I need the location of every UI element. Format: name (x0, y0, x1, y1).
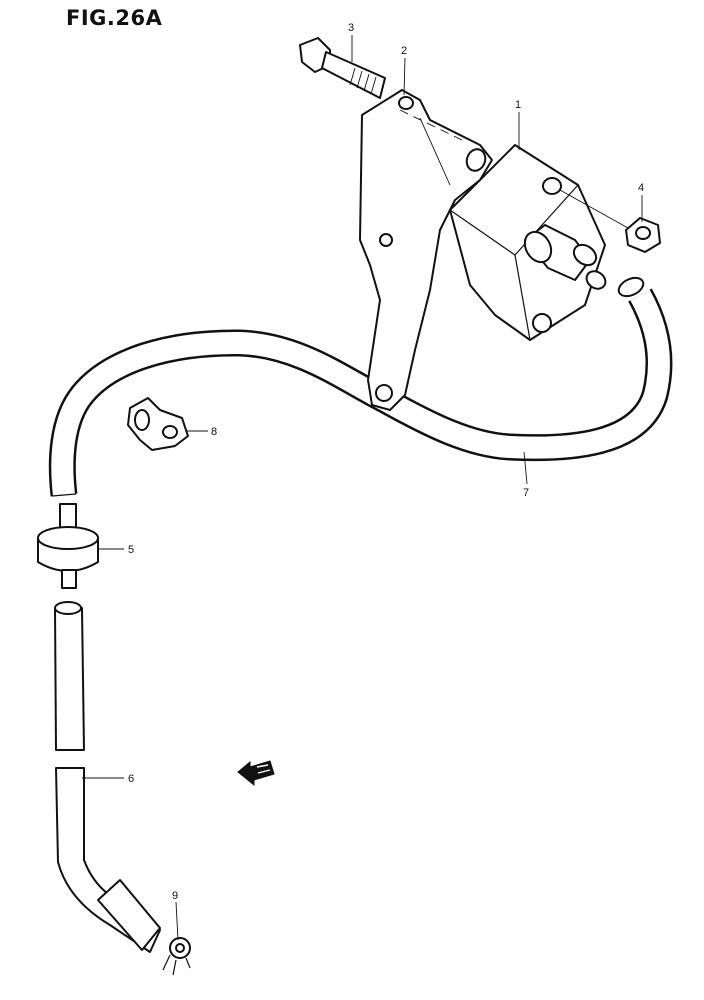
callout-leaders (82, 35, 643, 941)
callout-5: 5 (128, 544, 134, 556)
figure-title: FIG.26A (66, 6, 163, 30)
nut-part-4 (625, 217, 661, 253)
solenoid-valve-part-1 (449, 144, 629, 341)
callout-1: 1 (515, 99, 521, 111)
front-direction-arrow-icon (237, 760, 275, 787)
filter-part-5 (37, 503, 99, 589)
callout-3: 3 (348, 22, 354, 34)
clamp-part-8 (127, 397, 189, 451)
hose-part-6 (54, 601, 161, 953)
callout-8: 8 (211, 426, 217, 438)
clip-part-9 (162, 937, 191, 976)
callout-2: 2 (401, 45, 407, 57)
bracket-part-2 (359, 89, 493, 411)
callout-4: 4 (638, 182, 644, 194)
callout-7: 7 (523, 487, 529, 499)
callout-6: 6 (128, 773, 134, 785)
bolt-part-3 (299, 37, 463, 141)
callout-9: 9 (172, 890, 178, 902)
